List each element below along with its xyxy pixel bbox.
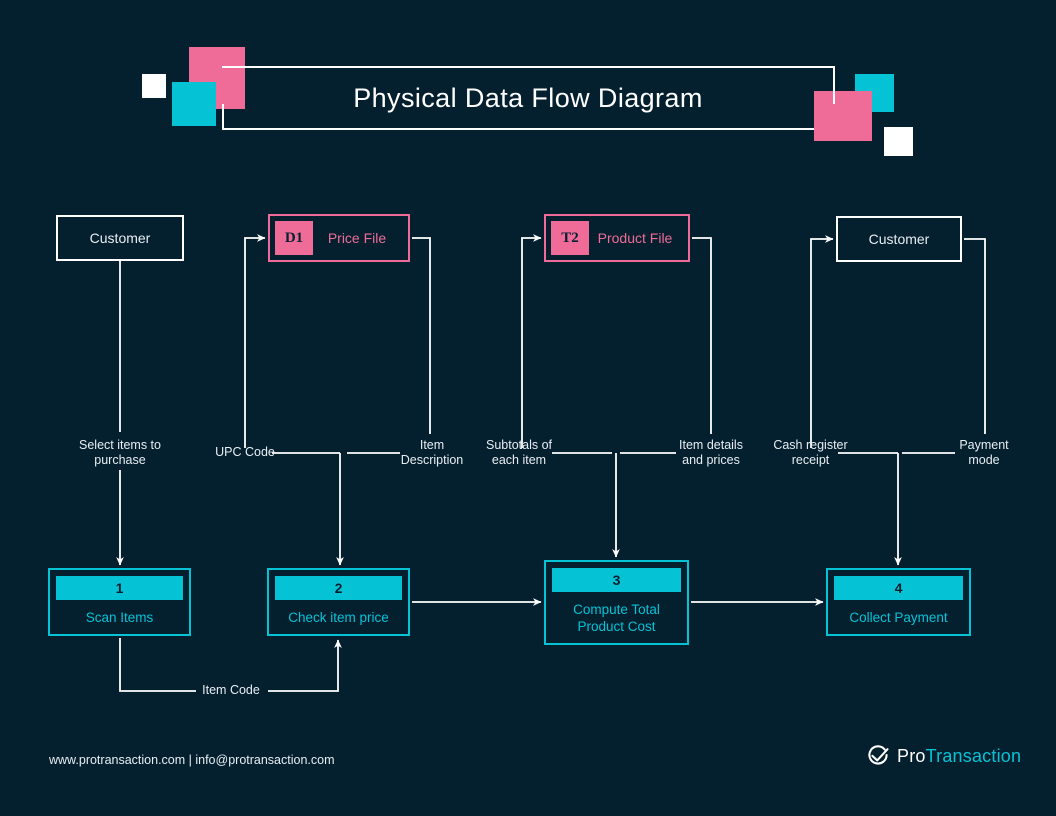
process-1[interactable]: 1 Scan Items bbox=[48, 568, 191, 636]
process-2-label: Check item price bbox=[288, 609, 389, 625]
entity-customer-right[interactable]: Customer bbox=[836, 216, 962, 262]
process-1-number: 1 bbox=[56, 576, 183, 600]
footer-contact[interactable]: www.protransaction.com | info@protransac… bbox=[49, 753, 335, 767]
header-frame-bottom-line bbox=[222, 128, 814, 130]
entity-customer-left[interactable]: Customer bbox=[56, 215, 184, 261]
process-3[interactable]: 3 Compute Total Product Cost bbox=[544, 560, 689, 645]
header-frame-top-line bbox=[222, 66, 835, 68]
header-decoration-cyan-square-left bbox=[172, 82, 216, 126]
flow-line-subtotals-up bbox=[521, 234, 542, 448]
datastore-t2-label: Product File bbox=[597, 230, 673, 246]
process-3-label: Compute Total Product Cost bbox=[573, 601, 660, 634]
process-2[interactable]: 2 Check item price bbox=[267, 568, 410, 636]
flow-line-payment-mode-down bbox=[964, 238, 986, 434]
process-1-label: Scan Items bbox=[85, 609, 154, 625]
flow-label-item-code: Item Code bbox=[202, 683, 260, 697]
flow-label-upc-code: UPC Code bbox=[215, 445, 275, 459]
brand-name-first: Pro bbox=[897, 745, 926, 766]
header-frame-right-line bbox=[833, 66, 835, 104]
flow-label-item-description: Item Description bbox=[400, 438, 464, 467]
flow-line-item-code-left bbox=[119, 638, 196, 692]
header-frame-left-line bbox=[222, 104, 224, 130]
flow-label-cash-receipt: Cash register receipt bbox=[773, 438, 848, 467]
process-4-number: 4 bbox=[834, 576, 963, 600]
entity-customer-left-label: Customer bbox=[89, 230, 151, 246]
brand-logo[interactable]: ProTransaction bbox=[866, 744, 1021, 768]
datastore-d1-label: Price File bbox=[327, 230, 387, 246]
process-4[interactable]: 4 Collect Payment bbox=[826, 568, 971, 636]
check-circle-icon bbox=[868, 745, 889, 765]
flow-line-item-code-right bbox=[268, 639, 342, 692]
flow-label-payment-mode: Payment mode bbox=[959, 438, 1009, 467]
datastore-t2-code: T2 bbox=[551, 221, 589, 255]
process-2-number: 2 bbox=[275, 576, 402, 600]
datastore-d1[interactable]: D1 Price File bbox=[268, 214, 410, 262]
datastore-t2[interactable]: T2 Product File bbox=[544, 214, 690, 262]
process-4-label: Collect Payment bbox=[849, 609, 948, 625]
process-3-number: 3 bbox=[552, 568, 681, 592]
flow-line-item-description-down bbox=[412, 237, 431, 434]
header-decoration-white-square-left bbox=[142, 74, 166, 98]
header-decoration-white-square-right bbox=[884, 127, 913, 156]
flow-line-cash-receipt-up bbox=[810, 235, 834, 448]
brand-name-second: Transaction bbox=[925, 745, 1022, 766]
header-decoration-pink-square-right bbox=[814, 91, 872, 141]
flow-label-select-items: Select items to purchase bbox=[79, 438, 161, 467]
flow-line-item-details-down bbox=[692, 237, 712, 434]
flow-label-subtotals: Subtotals of each item bbox=[485, 438, 552, 467]
flow-line-upc-code-up bbox=[244, 234, 266, 448]
entity-customer-right-label: Customer bbox=[868, 231, 930, 247]
flow-label-item-details: Item details and prices bbox=[679, 438, 743, 467]
page-title: Physical Data Flow Diagram bbox=[353, 83, 703, 113]
datastore-d1-code: D1 bbox=[275, 221, 313, 255]
